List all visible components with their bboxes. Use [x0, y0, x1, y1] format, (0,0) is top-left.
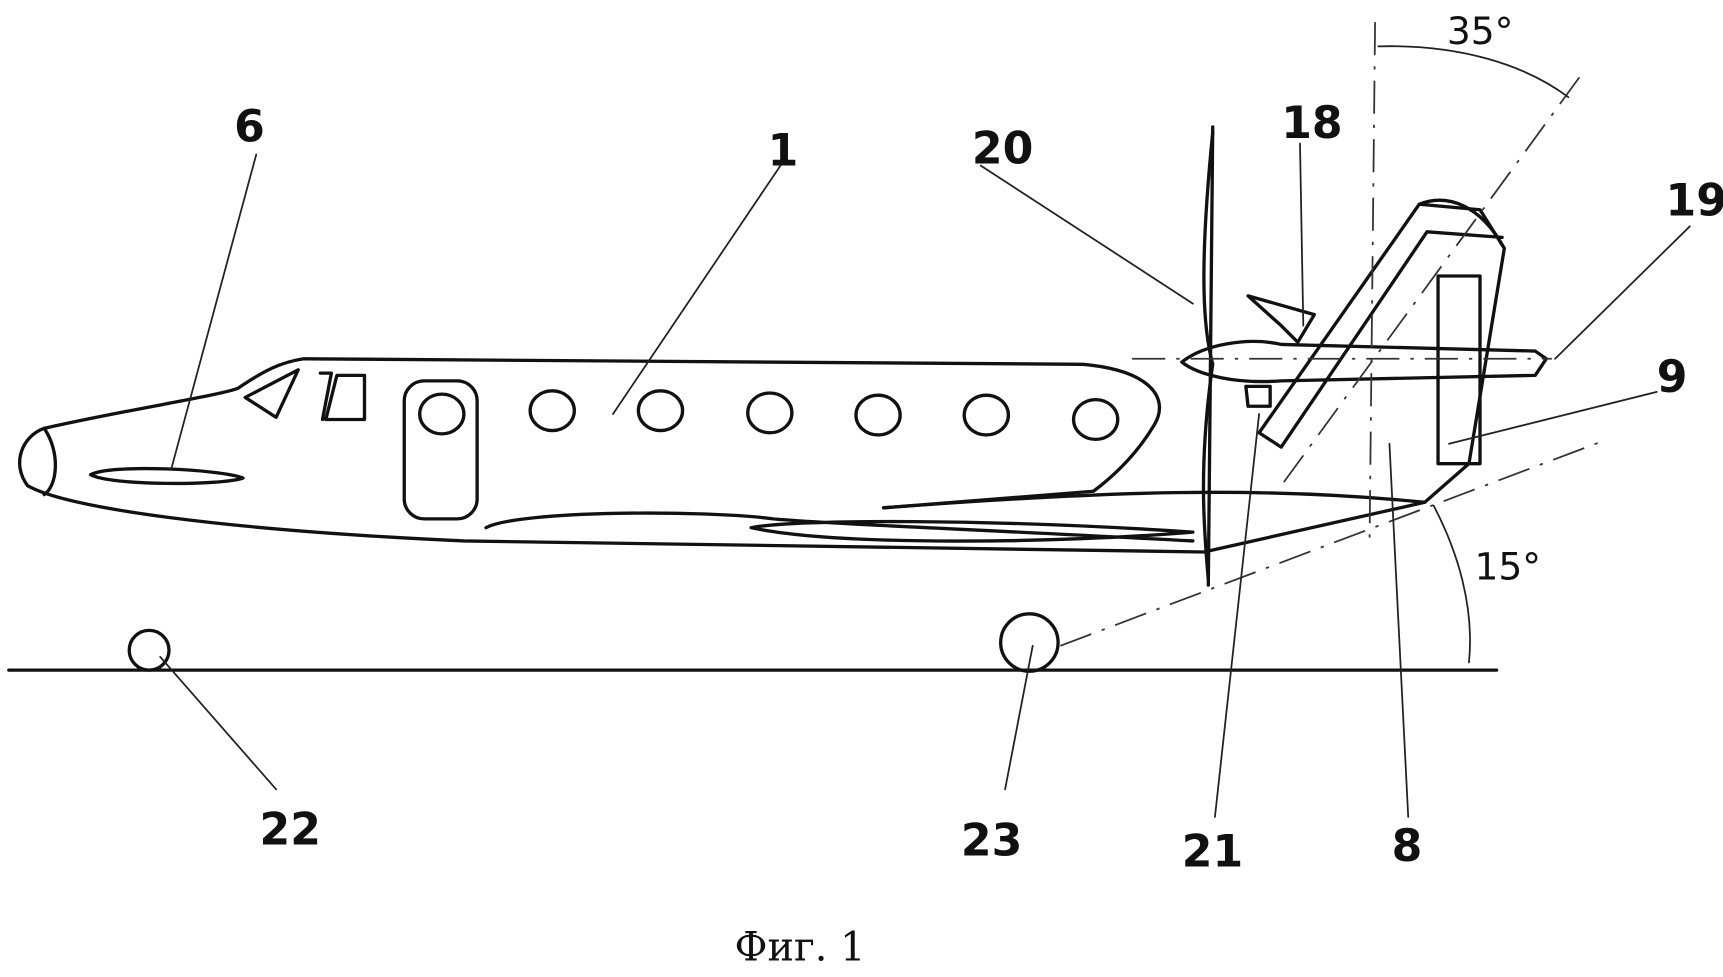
- label-1: 1: [768, 126, 799, 177]
- figure-caption: Фиг. 1: [734, 924, 865, 970]
- nose-cone: [42, 426, 58, 497]
- label-6: 6: [234, 101, 265, 152]
- angle-label-35: 35°: [1447, 9, 1514, 53]
- fin-tip: [1417, 198, 1506, 251]
- main-wheel: [999, 612, 1060, 673]
- inclined-axis-line: [1059, 440, 1602, 647]
- angle-arc-15: [1432, 504, 1471, 664]
- leader-lines: [159, 142, 1691, 818]
- rudder: [1436, 274, 1482, 466]
- cabin-windows: [528, 389, 1120, 442]
- fuselage: [17, 357, 1471, 554]
- propeller-blade: [1201, 130, 1215, 582]
- label-19: 19: [1666, 175, 1723, 226]
- angle-arc-35: [1377, 45, 1570, 99]
- label-8: 8: [1392, 821, 1423, 872]
- door-window: [418, 392, 466, 436]
- tail-boom-strake: [881, 490, 1427, 510]
- tail-fin: [1257, 202, 1506, 466]
- fin-axis-line: [1280, 76, 1581, 487]
- nose-sensor: [88, 466, 245, 486]
- engine-intake: [1244, 294, 1316, 408]
- label-23: 23: [961, 816, 1022, 867]
- engine-nacelle: [1180, 339, 1548, 384]
- label-21: 21: [1182, 827, 1243, 878]
- angle-label-15: 15°: [1474, 545, 1541, 589]
- cockpit-window: [243, 368, 367, 422]
- label-20: 20: [972, 123, 1033, 174]
- label-9: 9: [1657, 352, 1688, 403]
- vertical-reference-line: [1368, 22, 1376, 541]
- label-22: 22: [260, 805, 321, 856]
- wing: [484, 511, 1195, 543]
- label-18: 18: [1281, 98, 1342, 149]
- door: [402, 379, 479, 521]
- nose-wheel: [127, 628, 171, 672]
